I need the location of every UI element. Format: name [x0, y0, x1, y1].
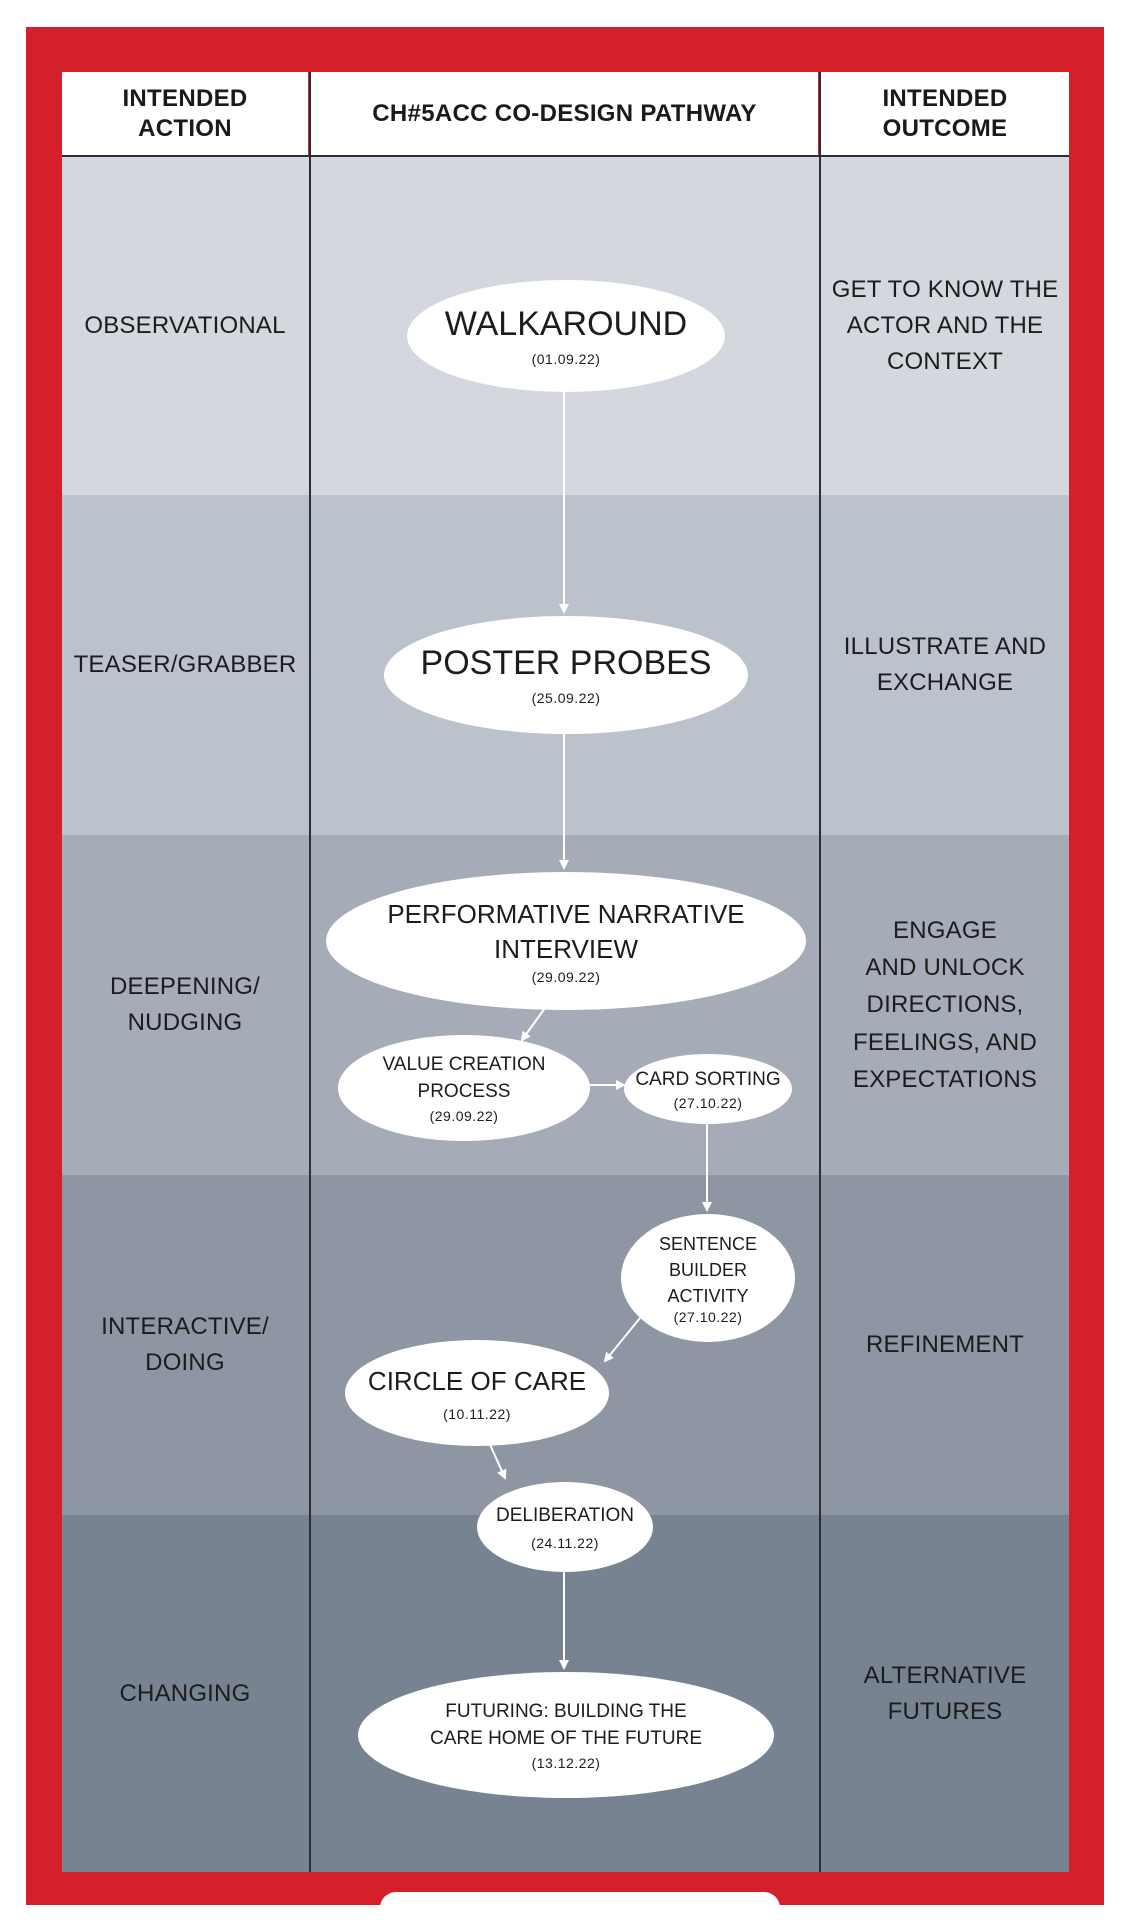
node-date: (27.10.22): [673, 1309, 743, 1326]
node-value-creation: VALUE CREATION PROCESS (29.09.22): [338, 1035, 590, 1141]
node-title: WALKAROUND: [444, 305, 688, 344]
action-label: OBSERVATIONAL: [84, 312, 286, 339]
node-futuring: FUTURING: BUILDING THE CARE HOME OF THE …: [358, 1672, 774, 1798]
arrow-interview-to-value: [520, 1007, 546, 1042]
node-title: CIRCLE OF CARE: [367, 1366, 587, 1397]
node-title: CARD SORTING: [635, 1068, 781, 1090]
node-title: VALUE CREATION PROCESS: [382, 1054, 546, 1102]
header-intended-outcome: INTENDED OUTCOME: [821, 72, 1069, 155]
node-title: FUTURING: BUILDING THE CARE HOME OF THE …: [430, 1701, 702, 1749]
header-intended-action: INTENDED ACTION: [62, 72, 308, 155]
node-walkaround: WALKAROUND (01.09.22): [407, 280, 725, 392]
outcome-label: ILLUSTRATE AND EXCHANGE: [843, 633, 1047, 696]
action-label: DEEPENING/ NUDGING: [109, 973, 261, 1036]
node-sentence-builder: SENTENCE BUILDER ACTIVITY (27.10.22): [621, 1214, 795, 1342]
band-interactive: [62, 1175, 1069, 1515]
arrow-sentence-to-circle: [603, 1317, 641, 1363]
outcome-label: ENGAGE AND UNLOCK DIRECTIONS, FEELINGS, …: [852, 917, 1038, 1093]
node-date: (10.11.22): [443, 1405, 511, 1422]
node-deliberation: DELIBERATION (24.11.22): [477, 1482, 653, 1572]
node-date: (29.09.22): [531, 969, 601, 986]
node-date: (13.12.22): [531, 1754, 601, 1771]
column-divider-right: [819, 72, 821, 1872]
header-divider: [62, 155, 1069, 157]
arrow-circle-to-deliberation: [487, 1439, 507, 1480]
action-label: INTERACTIVE/ DOING: [101, 1313, 269, 1376]
node-title: POSTER PROBES: [420, 644, 712, 683]
node-title: DELIBERATION: [496, 1504, 634, 1526]
node-date: (27.10.22): [673, 1095, 743, 1112]
frame-bottom-notch: [380, 1892, 780, 1912]
column-divider-left: [309, 72, 311, 1872]
node-narrative-interview: PERFORMATIVE NARRATIVE INTERVIEW (29.09.…: [326, 872, 806, 1010]
node-date: (24.11.22): [531, 1535, 599, 1552]
node-date: (25.09.22): [531, 689, 601, 706]
node-date: (29.09.22): [429, 1107, 499, 1124]
node-date: (01.09.22): [531, 350, 601, 367]
node-card-sorting: CARD SORTING (27.10.22): [624, 1054, 792, 1124]
node-title: PERFORMATIVE NARRATIVE INTERVIEW: [387, 898, 745, 964]
outcome-label: GET TO KNOW THE ACTOR AND THE CONTEXT: [831, 276, 1059, 375]
action-label: TEASER/GRABBER: [73, 651, 297, 678]
header-pathway-title: CH#5ACC CO-DESIGN PATHWAY: [311, 72, 818, 155]
outcome-label: ALTERNATIVE FUTURES: [863, 1661, 1027, 1725]
action-label: CHANGING: [119, 1679, 251, 1707]
node-circle-of-care: CIRCLE OF CARE (10.11.22): [345, 1340, 609, 1446]
outcome-label: REFINEMENT: [866, 1331, 1024, 1358]
node-poster-probes: POSTER PROBES (25.09.22): [384, 616, 748, 734]
node-title: SENTENCE BUILDER ACTIVITY: [658, 1233, 757, 1307]
